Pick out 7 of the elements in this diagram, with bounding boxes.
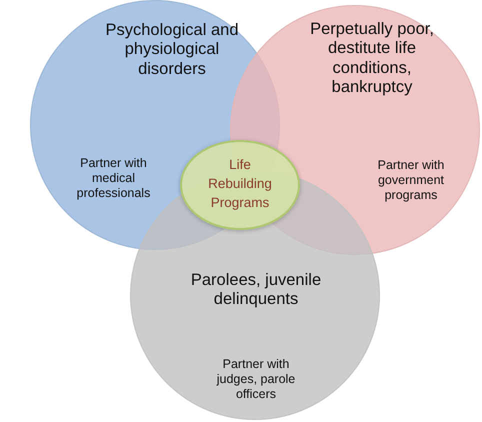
circle-heading: Psychological and physiological disorders <box>104 21 240 80</box>
circle-note: Partner with judges, parole officers <box>216 357 296 402</box>
circle-heading: Perpetually poor, destitute life conditions, bankruptcy <box>309 20 435 98</box>
circle-heading: Parolees, juvenile delinquents <box>190 271 322 310</box>
circle-note: Partner with medical professionals <box>76 156 152 200</box>
center-label: Life Rebuilding Programs <box>207 156 273 212</box>
circle-note: Partner with government programs <box>376 158 446 202</box>
